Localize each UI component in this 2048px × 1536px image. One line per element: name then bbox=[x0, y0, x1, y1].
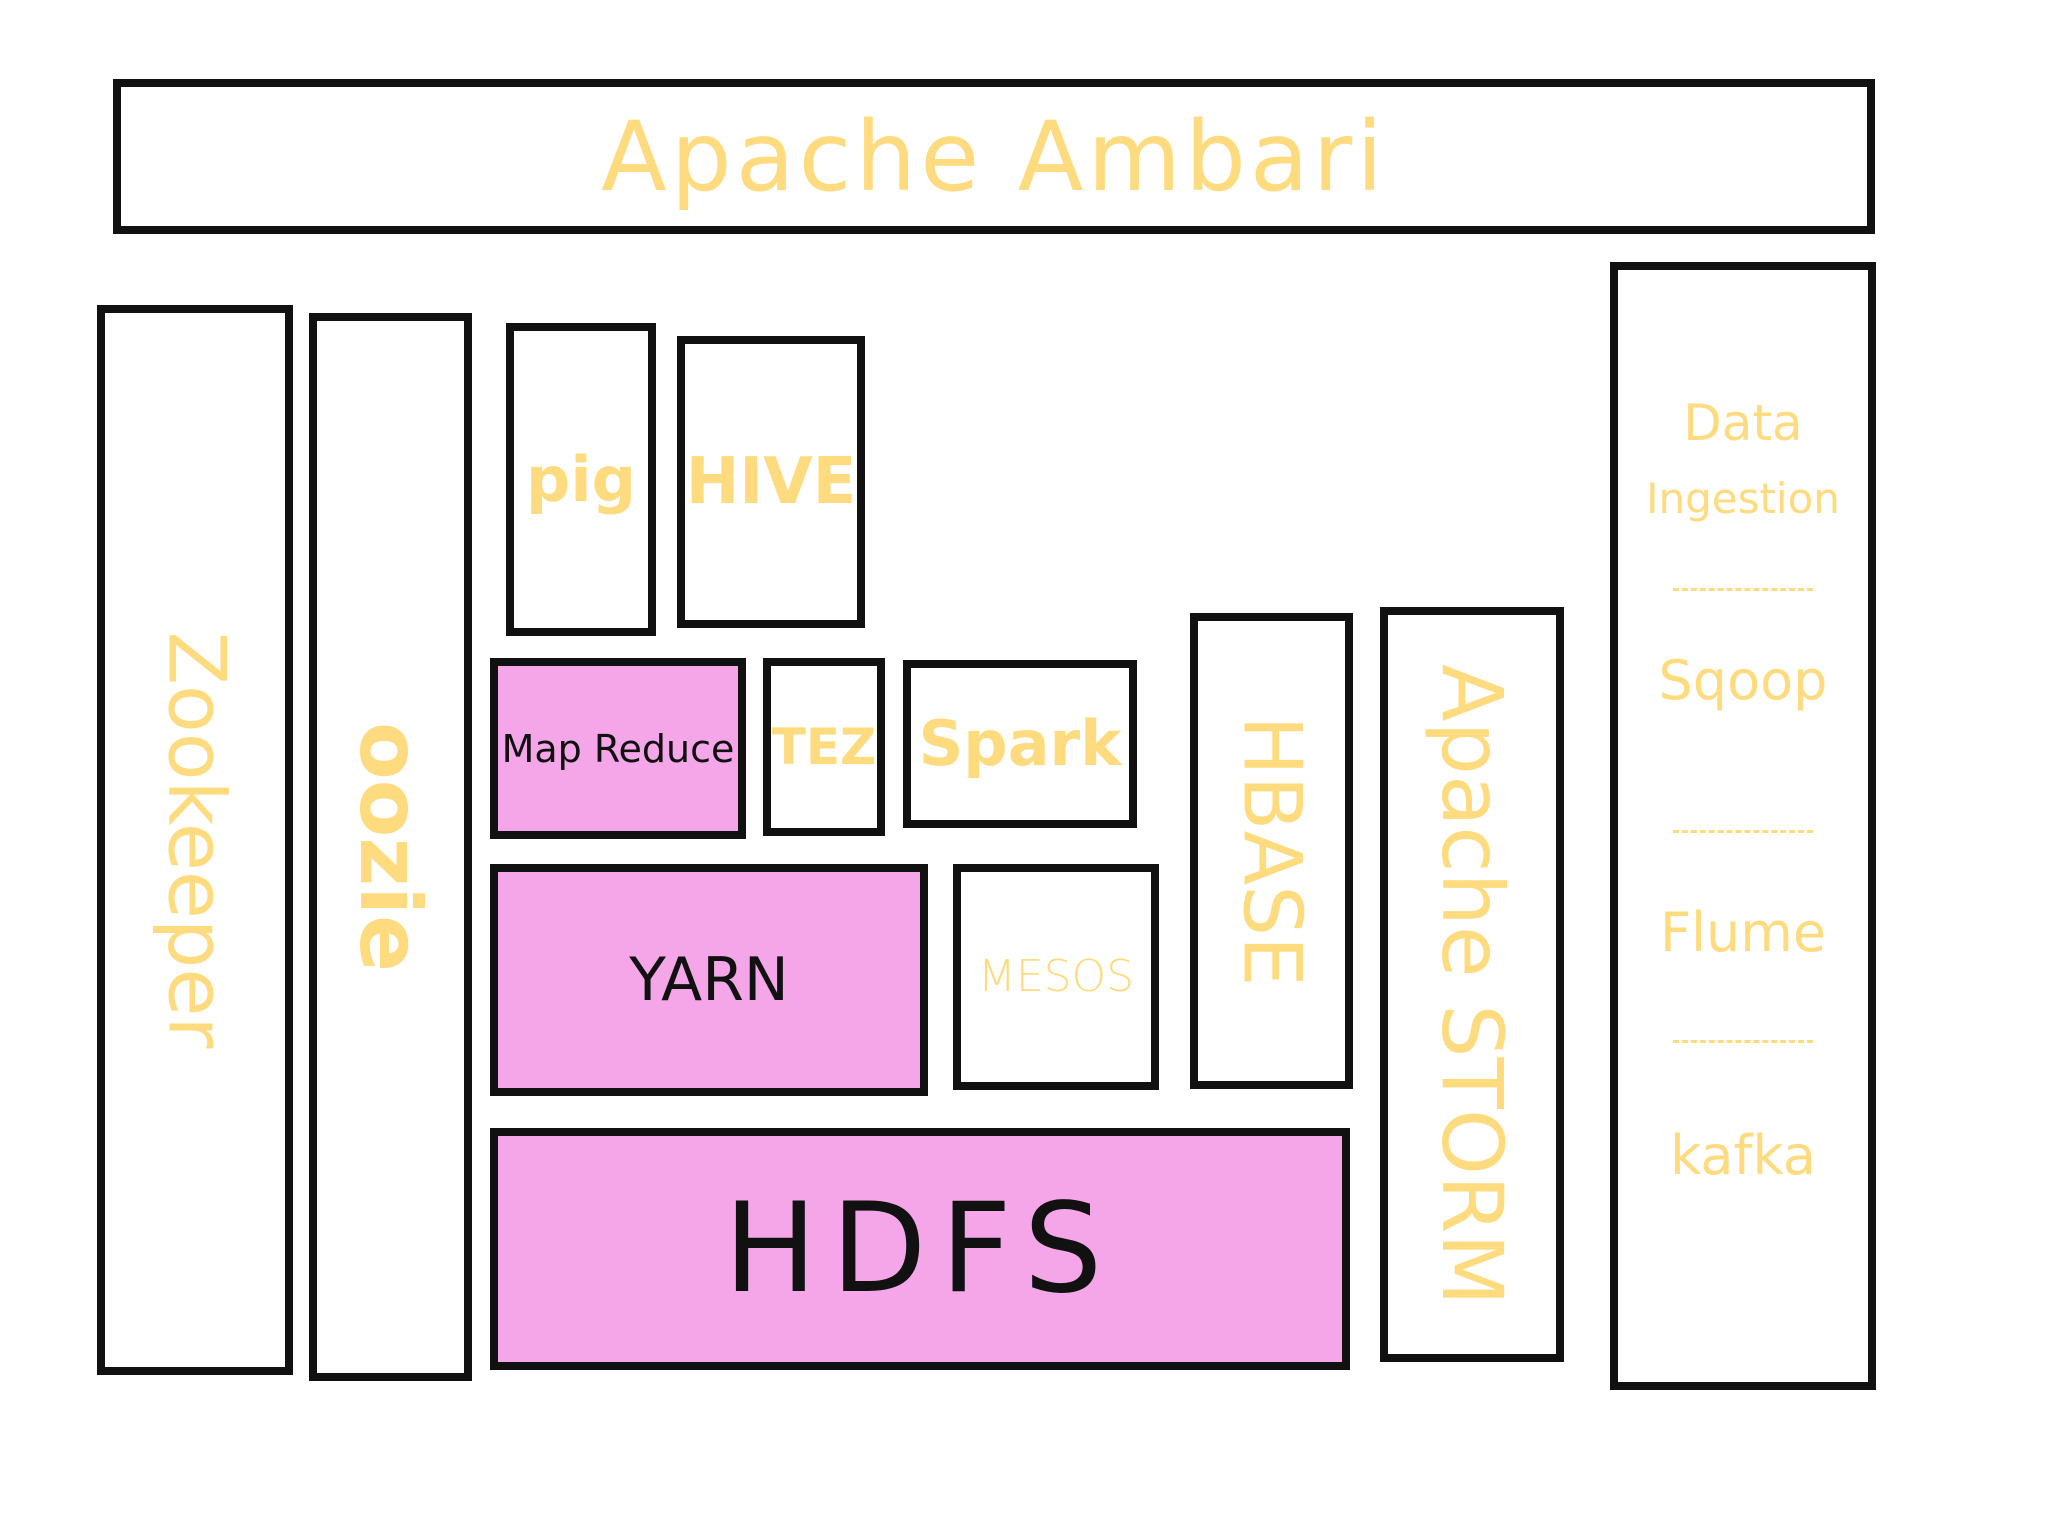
separator-3 bbox=[1673, 1040, 1813, 1043]
kafka-label: kafka bbox=[1670, 1124, 1816, 1187]
tez-box: TEZ bbox=[763, 658, 885, 836]
mapreduce-box: Map Reduce bbox=[490, 658, 746, 839]
flume-label: Flume bbox=[1659, 901, 1827, 964]
yarn-box: YARN bbox=[490, 864, 928, 1096]
yarn-label: YARN bbox=[629, 945, 789, 1015]
sqoop-label: Sqoop bbox=[1658, 649, 1828, 712]
mapreduce-label: Map Reduce bbox=[501, 726, 735, 771]
hbase-label: HBASE bbox=[1225, 715, 1319, 987]
zookeeper-label: Zookeeper bbox=[150, 631, 240, 1049]
oozie-box: oozie bbox=[309, 313, 472, 1381]
hive-box: HIVE bbox=[677, 336, 865, 628]
separator-1 bbox=[1673, 588, 1813, 591]
separator-2 bbox=[1673, 830, 1813, 833]
apache-storm-label: Apache STORM bbox=[1423, 663, 1521, 1306]
tez-label: TEZ bbox=[771, 718, 877, 776]
pig-box: pig bbox=[506, 323, 656, 636]
zookeeper-box: Zookeeper bbox=[97, 305, 293, 1375]
hive-label: HIVE bbox=[685, 445, 857, 519]
mesos-box: MESOS bbox=[953, 864, 1159, 1090]
data-ingestion-title-line2: Ingestion bbox=[1646, 474, 1840, 523]
pig-label: pig bbox=[525, 442, 636, 516]
data-ingestion-box: Data Ingestion Sqoop Flume kafka bbox=[1610, 262, 1876, 1390]
apache-storm-box: Apache STORM bbox=[1380, 607, 1564, 1362]
spark-label: Spark bbox=[918, 707, 1122, 780]
data-ingestion-title-line1: Data bbox=[1683, 394, 1803, 452]
hdfs-box: HDFS bbox=[490, 1128, 1350, 1370]
oozie-label: oozie bbox=[341, 721, 440, 973]
hdfs-label: HDFS bbox=[723, 1177, 1117, 1321]
hbase-box: HBASE bbox=[1190, 613, 1353, 1089]
apache-ambari-label: Apache Ambari bbox=[601, 100, 1387, 213]
mesos-label: MESOS bbox=[977, 951, 1135, 1002]
apache-ambari-box: Apache Ambari bbox=[113, 79, 1875, 234]
spark-box: Spark bbox=[903, 660, 1137, 828]
